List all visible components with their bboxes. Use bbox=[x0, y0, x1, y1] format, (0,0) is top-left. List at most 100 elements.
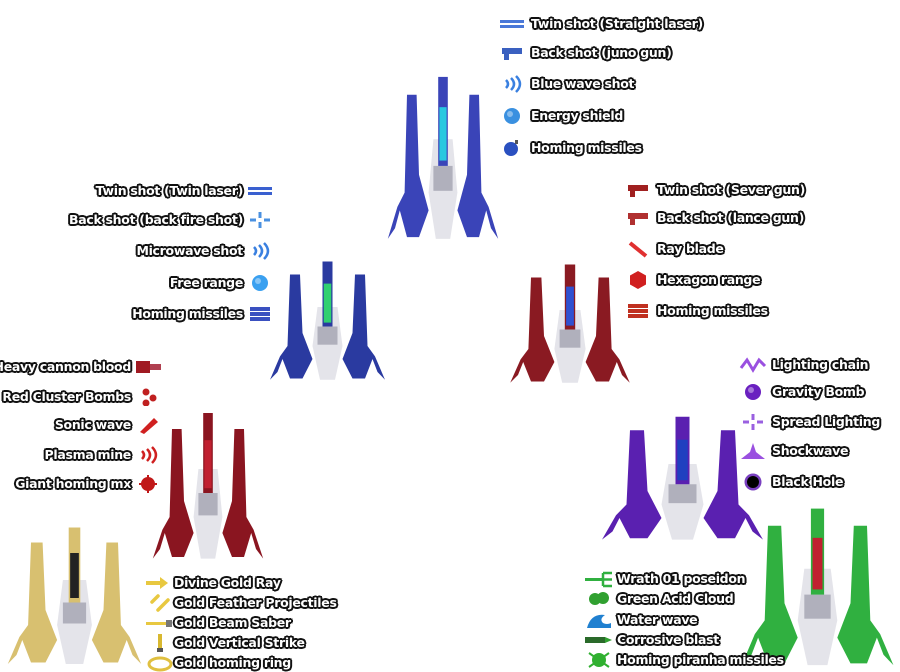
blue-ship-sprite bbox=[387, 76, 499, 239]
weapon-label: Green Acid Cloud bbox=[617, 591, 734, 606]
twin-laser-icon-shape bbox=[500, 20, 524, 23]
spread-icon-shape bbox=[250, 212, 270, 228]
mine-icon-shape bbox=[139, 475, 157, 493]
weapon-label: Microwave shot bbox=[136, 243, 243, 258]
purple-ship-core-beam bbox=[677, 439, 688, 481]
gold-ship-right-wing bbox=[91, 542, 142, 664]
navy-ship-core-beam bbox=[323, 283, 332, 323]
ring-icon bbox=[147, 656, 173, 672]
gun-icon-shape bbox=[628, 213, 648, 219]
navy-ship-sprite bbox=[270, 261, 385, 380]
orb-icon-shape bbox=[748, 387, 754, 393]
burst-icon bbox=[741, 443, 765, 459]
crimson-ship-left-wing bbox=[510, 277, 555, 383]
ray-icon bbox=[146, 577, 168, 589]
crimson-ship-right-wing bbox=[585, 277, 630, 383]
blue-ship-cockpit bbox=[433, 165, 453, 191]
ray-icon-shape bbox=[160, 577, 168, 589]
gun-icon-shape bbox=[504, 54, 509, 60]
missiles-icon bbox=[628, 304, 648, 318]
missiles-icon-shape bbox=[250, 317, 270, 321]
red-ship-core-beam bbox=[204, 440, 212, 489]
blast-icon bbox=[585, 637, 612, 643]
orb-icon bbox=[745, 384, 761, 400]
orb-icon-shape bbox=[252, 275, 268, 291]
weapon-label: Giant homing mx bbox=[15, 476, 131, 491]
feather-icon bbox=[150, 594, 170, 612]
orb-icon-shape bbox=[745, 384, 761, 400]
blue-ship-right-wing bbox=[457, 94, 499, 239]
cloud-icon-shape bbox=[597, 592, 609, 604]
piranha-icon-shape bbox=[588, 652, 610, 668]
twin-laser-icon-shape bbox=[500, 25, 524, 28]
blue-ship-left-wing bbox=[387, 94, 429, 239]
weapon-label: Heavy cannon blood bbox=[0, 359, 131, 374]
weapon-label: Red Cluster Bombs bbox=[2, 389, 131, 404]
green-ship-cockpit bbox=[804, 594, 831, 619]
hexagon-icon-shape bbox=[630, 271, 646, 289]
weapon-label: Plasma mine bbox=[44, 447, 131, 462]
purple-ship-left-wing bbox=[602, 430, 662, 540]
weapon-label: Twin shot (Twin laser) bbox=[95, 183, 244, 198]
blade-icon-shape bbox=[628, 241, 648, 258]
weapon-label: Gravity Bomb bbox=[772, 384, 865, 399]
green-ship-sprite bbox=[741, 508, 894, 666]
weapon-label: Shockwave bbox=[772, 443, 849, 458]
trident-icon-shape bbox=[585, 578, 603, 581]
weapon-label: Wrath 01 poseidon bbox=[617, 571, 746, 586]
sword-icon-shape bbox=[157, 648, 163, 652]
gun-icon-shape bbox=[502, 48, 522, 54]
hexagon-icon bbox=[630, 271, 646, 289]
shield-icon bbox=[504, 108, 520, 124]
twin-laser-icon-shape bbox=[248, 187, 272, 190]
rocket-icon-shape bbox=[140, 418, 158, 434]
gun-icon bbox=[502, 48, 522, 60]
weapon-label: Water wave bbox=[617, 612, 698, 627]
weapon-label: Free range bbox=[169, 275, 243, 290]
weapon-label: Gold homing ring bbox=[174, 655, 291, 670]
shield-icon-shape bbox=[504, 108, 520, 124]
gold-ship-cockpit bbox=[62, 602, 87, 624]
spread-icon-shape bbox=[743, 414, 763, 430]
sword-icon-shape bbox=[158, 634, 162, 648]
wave-icon bbox=[253, 242, 270, 260]
gold-ship-left-wing bbox=[7, 542, 58, 664]
blackhole-icon bbox=[744, 473, 762, 491]
blue-ship-core-beam bbox=[439, 107, 447, 161]
missiles-icon-shape bbox=[628, 314, 648, 318]
blast-icon-shape bbox=[605, 637, 612, 643]
cloud-icon bbox=[589, 592, 609, 605]
weapon-label: Ray blade bbox=[657, 241, 724, 256]
water-icon-shape bbox=[587, 614, 611, 628]
weapon-label: Blue wave shot bbox=[531, 76, 635, 91]
burst-icon-shape bbox=[741, 443, 765, 459]
twin-laser-icon bbox=[248, 187, 272, 195]
cluster-icon-shape bbox=[142, 399, 150, 406]
missiles-icon-shape bbox=[628, 304, 648, 308]
green-ship-right-wing bbox=[837, 525, 894, 666]
orb-icon-shape bbox=[255, 278, 261, 284]
twin-laser-icon bbox=[500, 20, 524, 28]
gold-ship-core-beam bbox=[70, 553, 79, 598]
crimson-ship-cockpit bbox=[559, 329, 581, 348]
wave-icon bbox=[505, 75, 522, 93]
red-ship-left-wing bbox=[152, 429, 194, 559]
cannon-icon bbox=[136, 361, 161, 373]
feather-icon-shape bbox=[150, 594, 170, 612]
red-ship-right-wing bbox=[222, 429, 264, 559]
gun-icon-shape bbox=[630, 191, 635, 197]
weapon-label: Homing missiles bbox=[132, 306, 243, 321]
spread-icon bbox=[250, 212, 270, 228]
weapon-label: Back shot (back fire shot) bbox=[69, 212, 243, 227]
weapon-label: Hexagon range bbox=[657, 272, 761, 287]
blackhole-icon-shape bbox=[747, 476, 759, 488]
ray-icon-shape bbox=[146, 581, 160, 585]
wave-icon-shape bbox=[505, 75, 522, 93]
ring-icon-shape bbox=[147, 656, 173, 672]
purple-ship-sprite bbox=[602, 416, 763, 540]
weapon-label: Sonic wave bbox=[54, 417, 131, 432]
wave-icon-shape bbox=[253, 242, 270, 260]
green-ship-core-beam bbox=[812, 537, 823, 590]
bomb-icon-shape bbox=[504, 142, 518, 156]
missiles-icon-shape bbox=[250, 307, 270, 311]
